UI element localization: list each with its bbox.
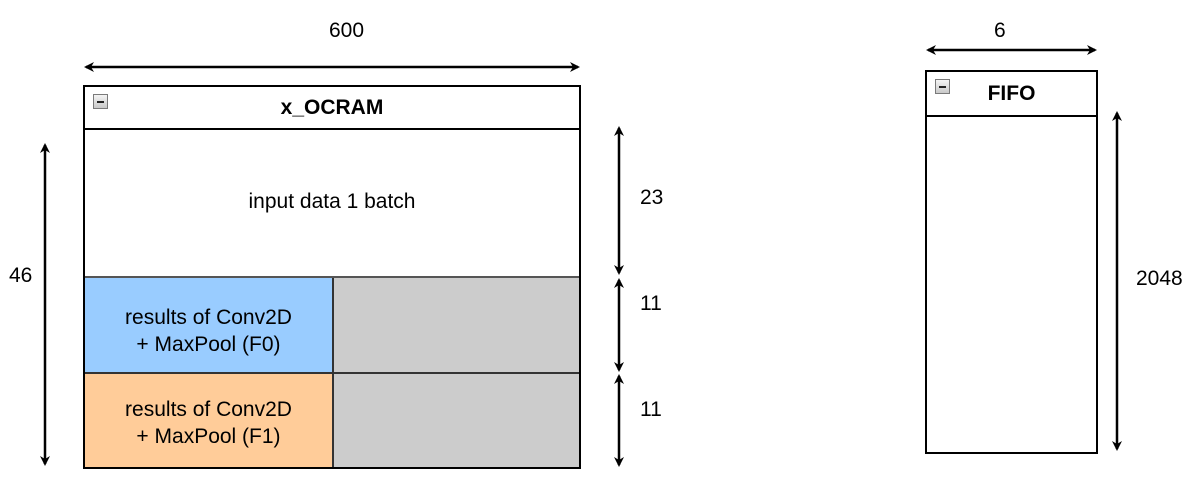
ocram-width-label: 600 [329, 19, 365, 42]
ocram-title: x_OCRAM [280, 96, 384, 119]
ocram-height-label: 46 [9, 264, 33, 287]
ocram-block: x_OCRAM input data 1 batch results of Co… [83, 85, 581, 469]
f0-size-label: 11 [640, 292, 662, 315]
f0-results-region: results of Conv2D + MaxPool (F0) [85, 278, 334, 374]
input-data-label: input data 1 batch [248, 190, 416, 213]
ocram-title-bar: x_OCRAM [85, 87, 579, 130]
f1-line2: + MaxPool (F1) [136, 425, 281, 448]
fifo-title-bar: FIFO [927, 72, 1096, 117]
fifo-block: FIFO [925, 70, 1098, 454]
collapse-icon[interactable] [935, 79, 950, 94]
input-data-region: input data 1 batch [85, 130, 579, 278]
f0-line1: results of Conv2D [125, 306, 292, 329]
input-size-label: 23 [640, 186, 664, 209]
collapse-icon[interactable] [93, 94, 108, 109]
f1-size-label: 11 [640, 398, 662, 421]
fifo-height-label: 2048 [1136, 267, 1183, 290]
fifo-width-label: 6 [994, 19, 1006, 42]
fifo-title: FIFO [987, 82, 1036, 105]
f1-results-region: results of Conv2D + MaxPool (F1) [85, 374, 334, 467]
f1-line1: results of Conv2D [125, 398, 292, 421]
f0-unused-region [334, 278, 579, 374]
f0-line2: + MaxPool (F0) [136, 333, 281, 356]
f1-unused-region [334, 374, 579, 467]
